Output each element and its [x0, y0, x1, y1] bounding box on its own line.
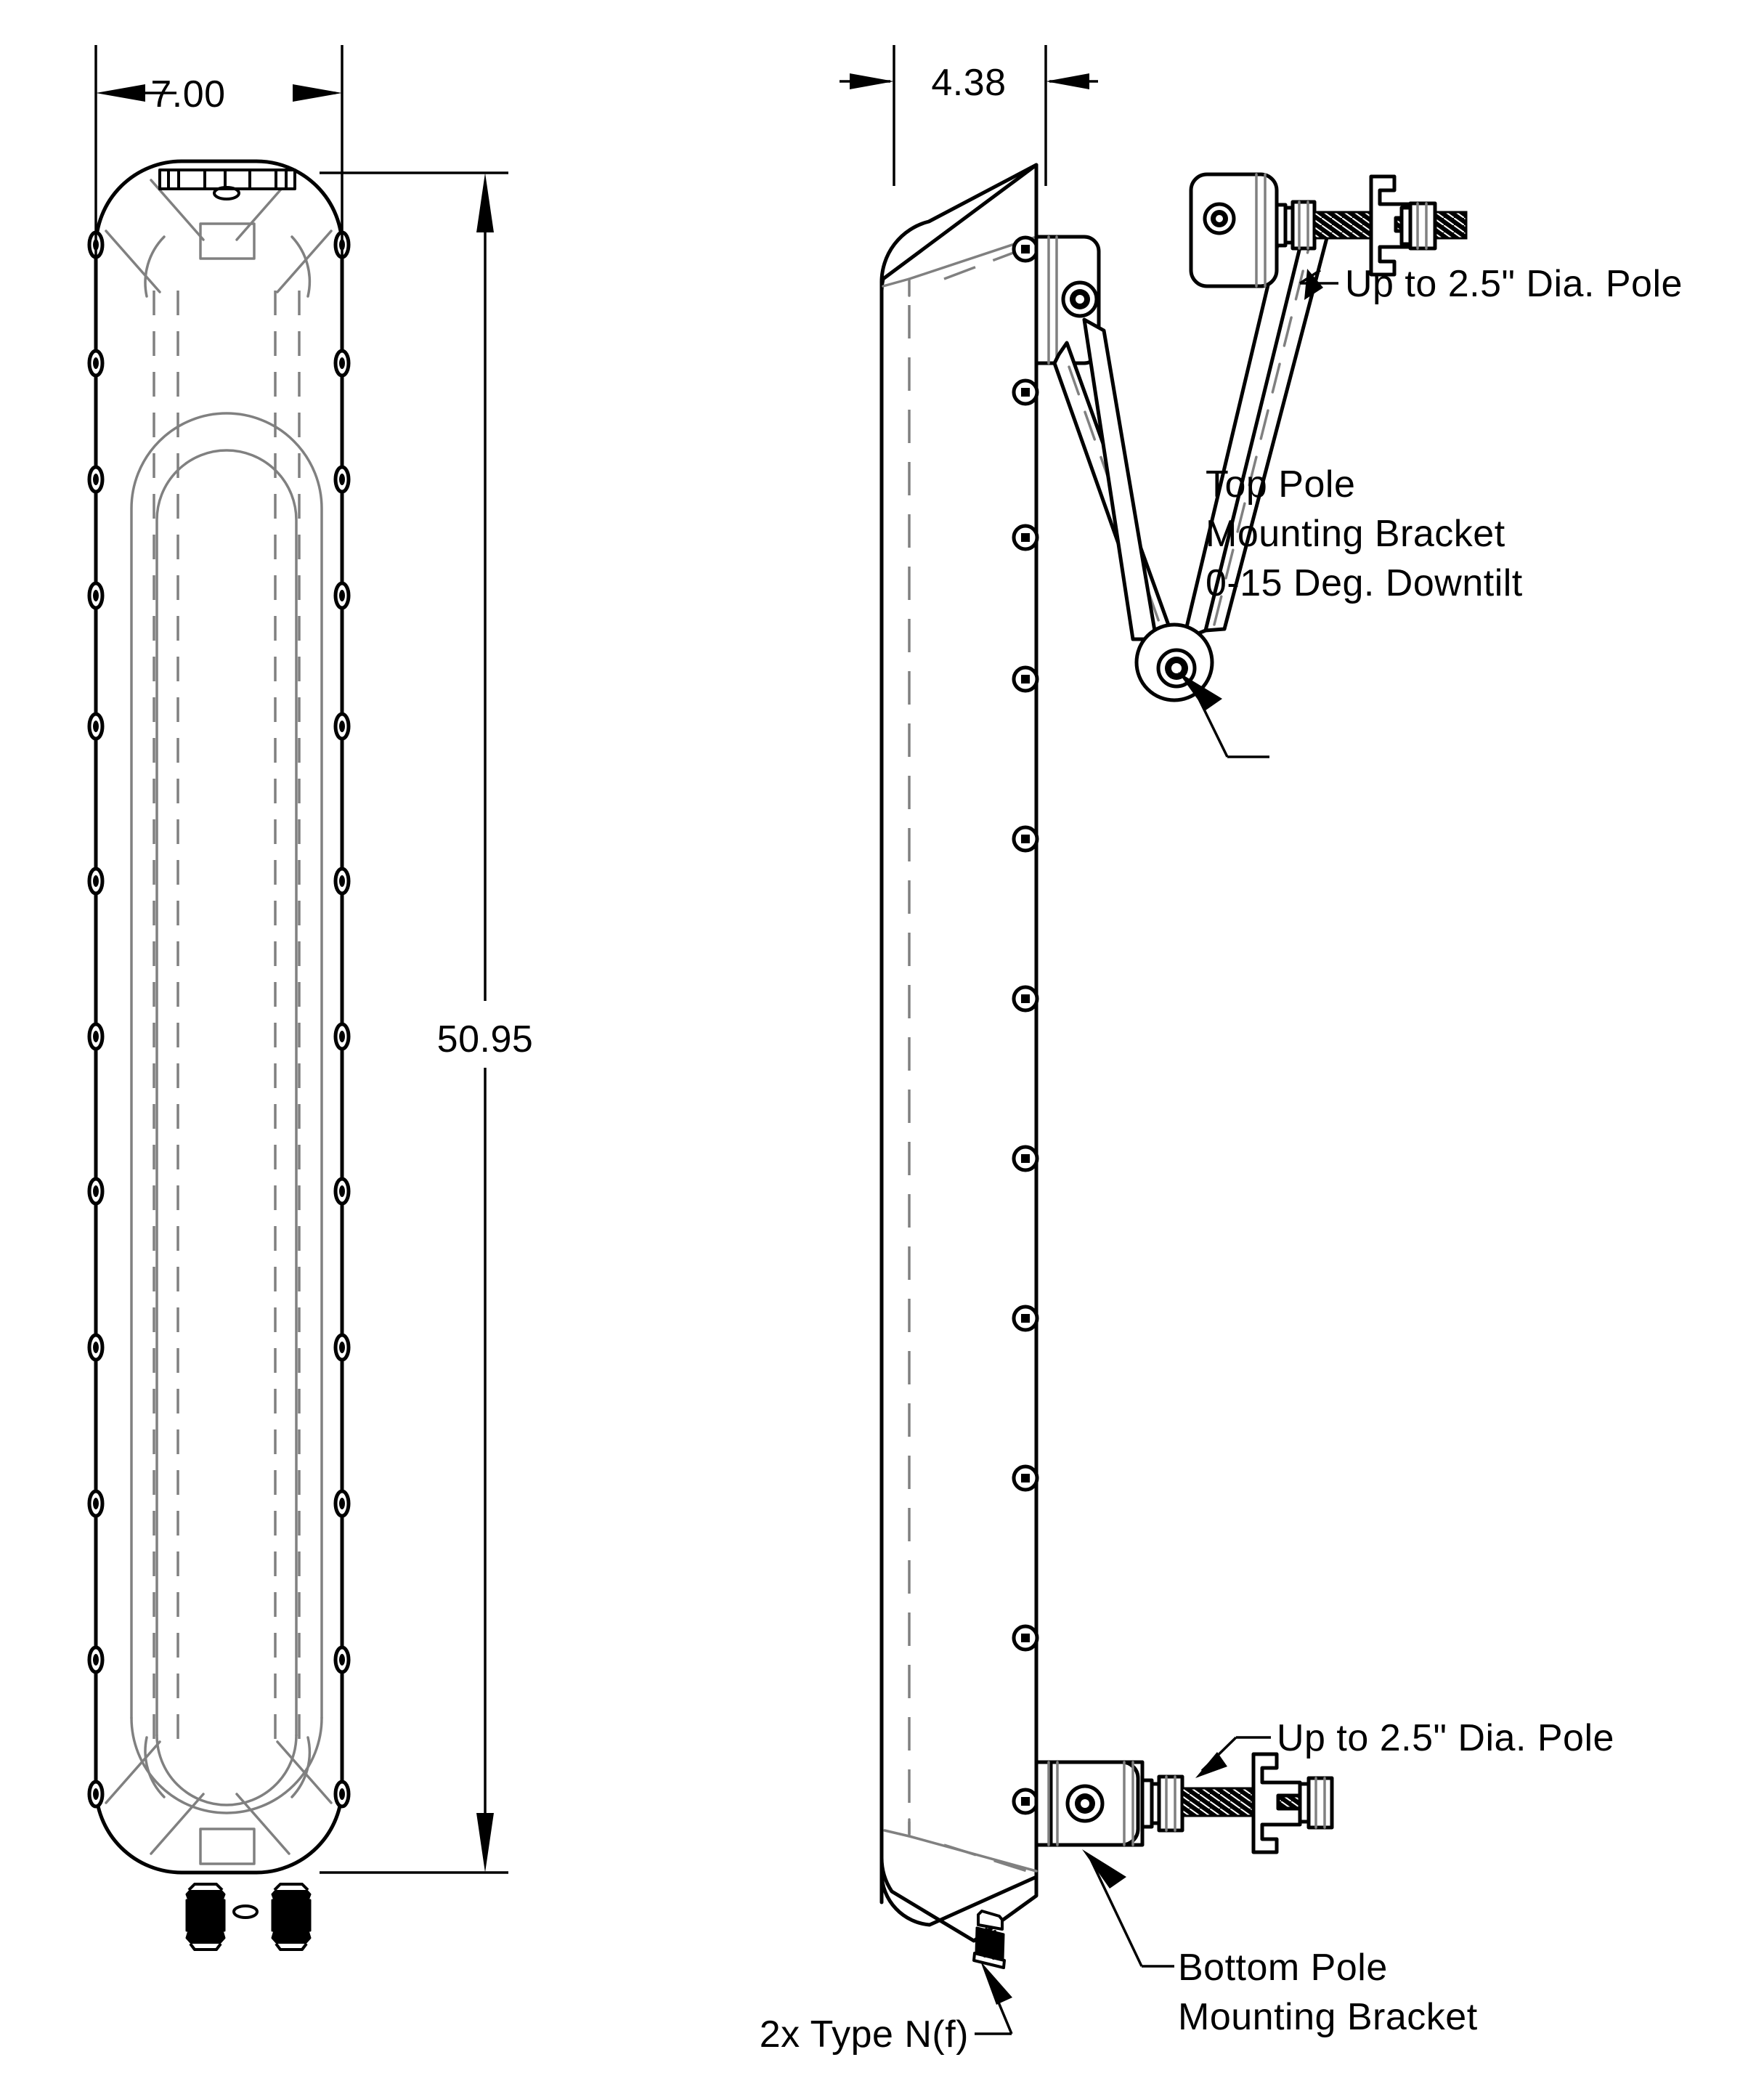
radome-side-hidden-bottom — [943, 1843, 1037, 1875]
radome-top-arc-left — [144, 235, 166, 298]
arrow-left-4-38 — [850, 73, 894, 89]
front-n-connectors — [185, 1883, 312, 1951]
radome-inner-frame-lower — [155, 1734, 298, 1806]
callout-leader-top-pole-dia — [1299, 269, 1338, 300]
radome-top-arc-right — [290, 235, 312, 298]
top-bracket-nut-stack-inner — [1275, 200, 1317, 251]
top-bracket-arm-right-detail — [1213, 235, 1313, 626]
front-view — [87, 159, 351, 1951]
bottom-bracket-nut-stack-outer — [1298, 1776, 1334, 1830]
dimension-height-50-95: 50.95 — [320, 171, 534, 1874]
top-pole-mounting-bracket-assembly: Up to 2.5" Dia. Pole Top Pole Mounting B… — [1034, 172, 1683, 758]
callout-top-bracket-line3: 0-15 Deg. Downtilt — [1206, 562, 1523, 604]
callout-bottom-bracket-line2: Mounting Bracket — [1178, 1996, 1478, 2038]
bottom-pole-mounting-bracket-assembly: Up to 2.5" Dia. Pole Bottom Pole Mountin… — [1034, 1717, 1614, 2038]
bottom-pole-clamp-shape — [1251, 1752, 1302, 1854]
callout-connectors: 2x Type N(f) — [760, 2013, 969, 2056]
arrow-bottom-50-95 — [476, 1813, 494, 1873]
front-right-screws — [333, 230, 351, 1809]
radome-bottom-arc-left — [144, 1736, 166, 1798]
radome-inner-frame-outer-lower — [130, 1716, 323, 1814]
arrow-left-7-00 — [96, 84, 145, 102]
bottom-pole-u-clamp — [1251, 1752, 1302, 1854]
radome-inner-frame-outer — [130, 412, 323, 1719]
side-view — [879, 163, 1039, 1969]
arrow-top-50-95 — [476, 173, 494, 232]
dimension-width-7-00: 7.00 — [94, 45, 344, 269]
radome-top-plate — [158, 169, 296, 200]
top-pole-u-clamp — [1369, 174, 1437, 277]
callout-leader-bottom-pole-dia — [1195, 1736, 1271, 1778]
callout-top-bracket-line2: Mounting Bracket — [1206, 513, 1505, 555]
bottom-bracket-nut-stack-inner — [1140, 1774, 1184, 1833]
arrow-right-4-38 — [1046, 73, 1089, 89]
radome-top-cap-detail — [199, 222, 256, 260]
dimension-label-width: 7.00 — [150, 73, 225, 115]
front-left-screws — [87, 230, 105, 1809]
radome-inner-frame — [155, 449, 298, 1737]
callout-leader-top-bracket — [1178, 672, 1269, 758]
callout-top-pole-dia: Up to 2.5" Dia. Pole — [1345, 263, 1683, 305]
radome-bottom-cap-detail — [199, 1828, 256, 1865]
radome-hidden-lines — [153, 291, 301, 1743]
callout-leader-bottom-bracket — [1082, 1849, 1174, 1968]
top-bracket-panel-clevis — [1034, 235, 1101, 365]
top-bracket-pole-block — [1189, 172, 1279, 288]
side-view-screws — [1012, 235, 1039, 1815]
dimension-depth-4-38: 4.38 — [840, 45, 1098, 186]
callout-top-bracket-line1: Top Pole — [1206, 463, 1355, 506]
n-connector-spacer — [232, 1904, 259, 1919]
radome-side-body — [879, 163, 1039, 1943]
radome-side-outline — [879, 163, 1039, 1927]
callout-bottom-pole-dia: Up to 2.5" Dia. Pole — [1277, 1717, 1614, 1759]
callout-leader-connectors — [975, 1961, 1013, 2035]
arrow-right-7-00 — [293, 84, 342, 102]
radome-front-outline — [94, 159, 344, 1875]
bottom-bracket-block — [1034, 1760, 1145, 1847]
n-connector-front-1 — [185, 1883, 226, 1951]
n-connector-front-2 — [271, 1883, 312, 1951]
callout-bottom-bracket-line1: Bottom Pole — [1178, 1947, 1388, 1989]
radome-bottom-arc-right — [290, 1736, 312, 1798]
dimension-label-height: 50.95 — [437, 1018, 534, 1060]
n-connector-side — [972, 1910, 1006, 1969]
dimension-label-depth: 4.38 — [931, 62, 1006, 104]
